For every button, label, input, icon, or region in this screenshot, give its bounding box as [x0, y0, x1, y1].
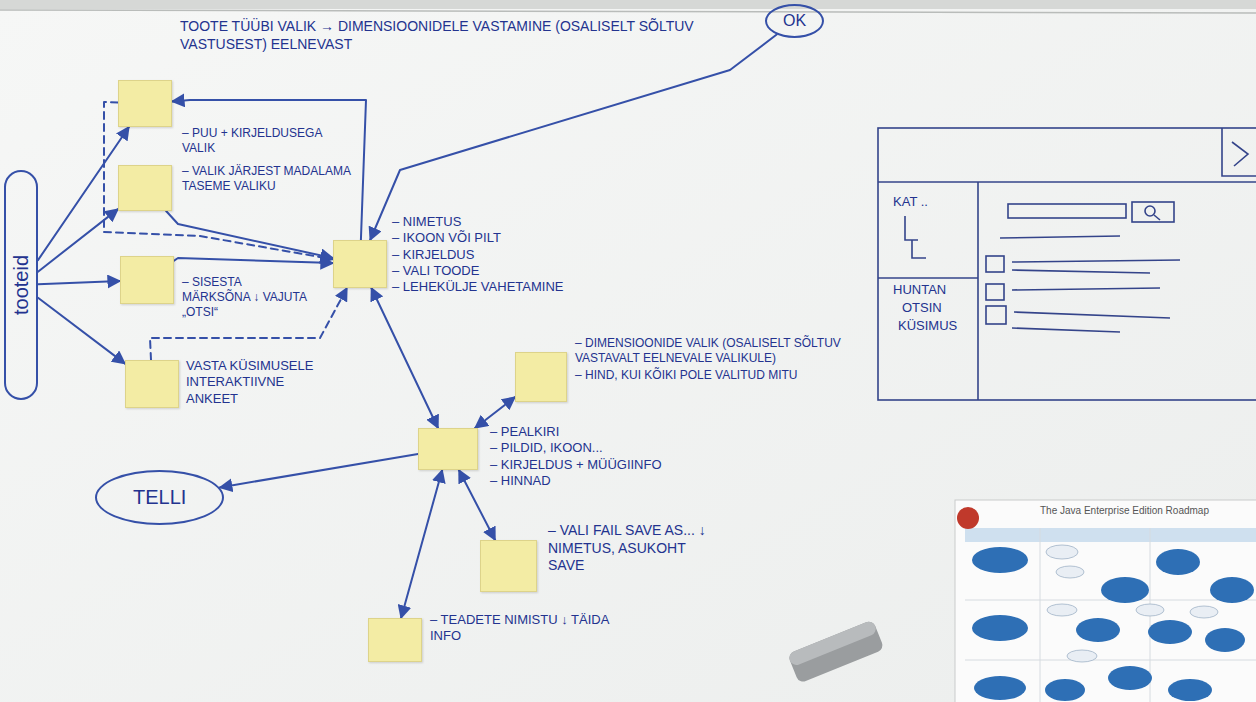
note-line: – VALI FAIL SAVE AS... ↓ NIMETUS, ASUKOH… [548, 522, 718, 575]
board-frame [0, 0, 1256, 9]
roadmap-poster [955, 500, 1256, 702]
note-line: – TEADETE NIMISTU ↓ TÄIDA INFO [430, 612, 630, 645]
oval-node: OK [765, 4, 824, 38]
connector-arrow [38, 127, 129, 260]
node-label: TELLI [133, 486, 186, 509]
connector-arrow [459, 470, 495, 540]
wireframe-sketch [878, 128, 1256, 400]
note-line: – PUU + KIRJELDUSEGA VALIK [182, 126, 352, 156]
wireframe-label: HUNTAN [893, 282, 946, 297]
note-line: – NIMETUS [392, 214, 607, 230]
note-text: – PUU + KIRJELDUSEGA VALIK – VALIK JÄRJES… [182, 126, 352, 194]
rounded-band: tooteid [4, 170, 38, 400]
wireframe-label: KAT .. [893, 194, 928, 209]
note-text: – SISESTA MÄRKSÕNA ↓ VAJUTA „OTSI“ [182, 275, 307, 320]
wireframe-label: OTSIN [902, 300, 942, 315]
sticky-note [480, 540, 537, 592]
note-text: – TEADETE NIMISTU ↓ TÄIDA INFO [430, 612, 630, 645]
sticky-note-node: TOOTE TÜÜBI VALIK → DIMENSIOONIDELE VAST… [118, 18, 740, 125]
sticky-note [125, 360, 179, 408]
sticky-note [515, 352, 567, 402]
sticky-note [118, 80, 172, 127]
note-line: – VALIK JÄRJEST MADALAMA TASEME VALIKU [182, 164, 352, 194]
note-line: – KIRJELDUS + MÜÜGIINFO [490, 457, 710, 473]
sticky-note-node: – NIMETUS– IKOON VÕI PILT– KIRJELDUS– VA… [333, 214, 607, 296]
oval-node: TELLI [95, 470, 224, 525]
note-line: – LEHEKÜLJE VAHETAMINE [392, 279, 607, 295]
sticky-note [368, 618, 422, 662]
note-line: VASTA KÜSIMUSELE INTERAKTIIVNE ANKEET [186, 358, 336, 407]
sticky-note [118, 165, 172, 211]
connector-arrow [370, 35, 777, 241]
note-text: – PEALKIRI– PILDID, IKOON...– KIRJELDUS … [490, 424, 710, 489]
sticky-note [418, 428, 478, 470]
sticky-note-node: – PEALKIRI– PILDID, IKOON...– KIRJELDUS … [418, 424, 710, 489]
connector-arrow [166, 211, 333, 258]
sticky-note-node: – DIMENSIOONIDE VALIK (OSALISELT SÕLTUV … [515, 336, 865, 400]
note-line: – HIND, KUI KÕIKI POLE VALITUD MITU [575, 368, 865, 383]
wireframe-label: KÜSIMUS [898, 318, 957, 333]
note-line: – KIRJELDUS [392, 247, 607, 263]
magnet [957, 507, 979, 529]
connector-arrow [38, 209, 118, 272]
node-label: tooteid [10, 255, 33, 315]
connector-arrow [371, 288, 438, 428]
sticky-note-node: – PUU + KIRJELDUSEGA VALIK – VALIK JÄRJES… [118, 126, 352, 209]
board-frame-edge [0, 10, 1256, 13]
connector-arrow [172, 100, 366, 240]
note-line: – PILDID, IKOON... [490, 440, 710, 456]
note-line: – IKOON VÕI PILT [392, 230, 607, 246]
sticky-note [333, 240, 387, 288]
connector-arrow [475, 397, 515, 428]
note-text: – DIMENSIOONIDE VALIK (OSALISELT SÕLTUV … [575, 336, 865, 383]
note-text: – VALI FAIL SAVE AS... ↓ NIMETUS, ASUKOH… [548, 522, 718, 575]
sticky-note-node: – TEADETE NIMISTU ↓ TÄIDA INFO [368, 612, 630, 660]
note-line: – VALI TOODE [392, 263, 607, 279]
poster-title: The Java Enterprise Edition Roadmap [1040, 505, 1209, 516]
connector-arrow [174, 258, 333, 263]
sticky-note-node: VASTA KÜSIMUSELE INTERAKTIIVNE ANKEET [125, 358, 336, 407]
connector-arrow [38, 281, 120, 284]
sticky-note [120, 256, 174, 304]
sticky-note-node: – SISESTA MÄRKSÕNA ↓ VAJUTA „OTSI“ [120, 256, 307, 320]
connector-arrow [38, 298, 125, 364]
note-line: – PEALKIRI [490, 424, 710, 440]
note-text: VASTA KÜSIMUSELE INTERAKTIIVNE ANKEET [186, 358, 336, 407]
note-line: – SISESTA MÄRKSÕNA ↓ VAJUTA „OTSI“ [182, 275, 307, 320]
note-line: TOOTE TÜÜBI VALIK → DIMENSIOONIDELE VAST… [180, 18, 740, 53]
eraser [787, 620, 884, 684]
connector-arrow [401, 470, 442, 618]
connector-arrow [220, 454, 418, 487]
sticky-note-node: – VALI FAIL SAVE AS... ↓ NIMETUS, ASUKOH… [480, 522, 718, 590]
note-line: – HINNAD [490, 473, 710, 489]
node-label: OK [783, 12, 806, 30]
note-text: – NIMETUS– IKOON VÕI PILT– KIRJELDUS– VA… [392, 214, 607, 295]
note-line: – DIMENSIOONIDE VALIK (OSALISELT SÕLTUV … [575, 336, 865, 366]
note-text: TOOTE TÜÜBI VALIK → DIMENSIOONIDELE VAST… [180, 18, 740, 53]
